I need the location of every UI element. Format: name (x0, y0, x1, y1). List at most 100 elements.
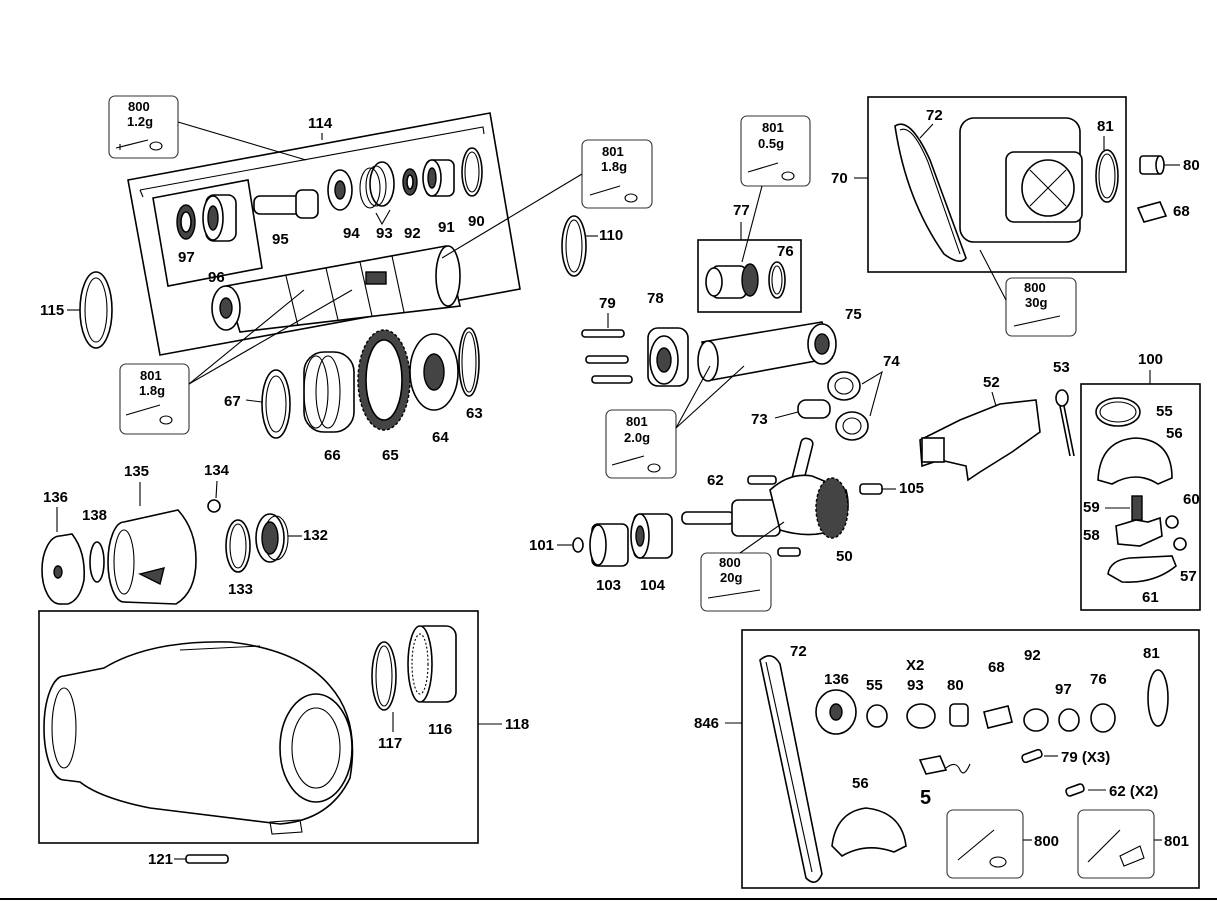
label-116: 116 (428, 721, 452, 738)
label-73: 73 (751, 411, 768, 428)
label-97: 97 (178, 249, 195, 266)
part-52-switch-plate (919, 399, 1041, 482)
svg-text:1.8g: 1.8g (139, 383, 165, 398)
group-118-box (38, 610, 479, 844)
kit-label-55: 55 (866, 677, 883, 694)
kit-label-5: 5 (920, 787, 931, 809)
part-110-ring (561, 215, 587, 277)
part-65-gear (357, 329, 411, 431)
part-91-sleeve (422, 159, 455, 197)
part-117-ring (371, 641, 397, 711)
svg-text:20g: 20g (720, 570, 742, 585)
grease-callout-801-2.0g: 801 2.0g (605, 409, 677, 479)
group-100-box (1080, 383, 1201, 611)
part-68-brush (1136, 201, 1168, 223)
part-132-spring (255, 513, 289, 563)
svg-text:30g: 30g (1025, 295, 1047, 310)
label-135: 135 (124, 463, 149, 480)
part-92-oring (402, 168, 418, 196)
kit-label-80: 80 (947, 677, 964, 694)
label-94: 94 (343, 225, 360, 242)
part-74-washers (827, 371, 869, 441)
grease-callout-800-1.2g: 800 1.2g (108, 95, 179, 159)
part-80-brush-holder (1139, 155, 1165, 175)
label-95: 95 (272, 231, 289, 248)
svg-text:801: 801 (602, 144, 624, 159)
part-105-screw (859, 483, 883, 495)
part-79-screws (581, 329, 633, 384)
kit-label-56: 56 (852, 775, 869, 792)
label-63: 63 (466, 405, 483, 422)
label-68: 68 (1173, 203, 1190, 220)
kit-846-box (741, 629, 1200, 889)
part-136-cap (41, 533, 86, 605)
part-135-collar (107, 509, 197, 605)
kit-label-801: 801 (1164, 833, 1189, 850)
label-96: 96 (208, 269, 225, 286)
part-134-ball (207, 499, 221, 513)
part-115-ring (79, 271, 113, 349)
group-70-box (867, 96, 1127, 273)
label-114: 114 (308, 115, 333, 132)
label-92: 92 (404, 225, 421, 242)
kit-label-81: 81 (1143, 645, 1160, 662)
label-78: 78 (647, 290, 664, 307)
kit-label-136: 136 (824, 671, 849, 688)
part-103-bearing (589, 523, 629, 567)
part-75-cylinder (697, 321, 837, 382)
label-110: 110 (599, 227, 623, 244)
part-95-pin (253, 189, 319, 219)
part-96-bearing (202, 194, 237, 242)
grease-callout-800-20g: 800 20g (700, 552, 772, 612)
grease-callout-801-1.8g-left: 801 1.8g (119, 363, 190, 435)
part-73-pin (797, 399, 831, 419)
label-104: 104 (640, 577, 666, 594)
kit-label-93: 93 (907, 677, 924, 694)
svg-text:0.5g: 0.5g (758, 136, 784, 151)
label-846: 846 (694, 715, 719, 732)
label-57: 57 (1180, 568, 1197, 585)
part-cylinder-assembly (211, 245, 461, 333)
kit-label-79: 79 (X3) (1061, 749, 1110, 766)
label-134: 134 (204, 462, 230, 479)
label-75: 75 (845, 306, 862, 323)
svg-text:800: 800 (128, 99, 150, 114)
label-105: 105 (899, 480, 924, 497)
label-115: 115 (40, 302, 64, 319)
part-67-ring (261, 369, 291, 439)
svg-text:801: 801 (626, 414, 648, 429)
part-121-screw (185, 854, 229, 864)
label-50: 50 (836, 548, 853, 565)
label-66: 66 (324, 447, 341, 464)
label-138: 138 (82, 507, 107, 524)
kit-label-62: 62 (X2) (1109, 783, 1158, 800)
kit-label-92: 92 (1024, 647, 1041, 664)
label-61: 61 (1142, 589, 1159, 606)
part-53-spring (1055, 389, 1075, 457)
part-screw-small (777, 547, 801, 557)
label-80: 80 (1183, 157, 1200, 174)
part-62-screw (747, 475, 777, 485)
label-60: 60 (1183, 491, 1200, 508)
label-72: 72 (926, 107, 943, 124)
label-67: 67 (224, 393, 241, 410)
label-100: 100 (1138, 351, 1163, 368)
label-64: 64 (432, 429, 449, 446)
svg-text:1.8g: 1.8g (601, 159, 627, 174)
part-78-bracket (647, 327, 689, 387)
label-53: 53 (1053, 359, 1070, 376)
part-66-spring (303, 351, 355, 433)
svg-text:801: 801 (140, 368, 162, 383)
label-62: 62 (707, 472, 724, 489)
label-90: 90 (468, 213, 485, 230)
label-103: 103 (596, 577, 621, 594)
kit-label-68: 68 (988, 659, 1005, 676)
part-101-ring (572, 537, 584, 553)
label-81: 81 (1097, 118, 1114, 135)
part-138-ring (89, 541, 105, 583)
label-56: 56 (1166, 425, 1183, 442)
label-59: 59 (1083, 499, 1100, 516)
label-118: 118 (505, 716, 529, 733)
part-50-crankshaft (681, 437, 849, 539)
